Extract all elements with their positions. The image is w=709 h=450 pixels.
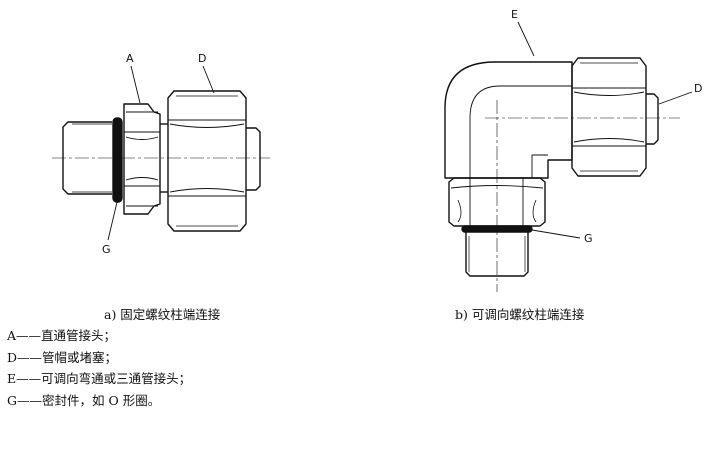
leader-d-b	[658, 91, 693, 105]
elbow-cap-nut	[571, 57, 647, 177]
legend-text: ——直通管接头；	[16, 328, 117, 343]
body-hex	[123, 103, 168, 215]
legend-text: ——可调向弯通或三通管接头；	[16, 371, 192, 386]
tube-end	[246, 127, 261, 191]
leader-e	[517, 21, 535, 57]
adjustable-stud-fitting: E D G	[444, 8, 702, 292]
legend-item: A——直通管接头；	[7, 325, 191, 347]
legend-item: D——管帽或堵塞；	[7, 347, 191, 369]
legend-list: A——直通管接头； D——管帽或堵塞； E——可调向弯通或三通管接头； G——密…	[7, 325, 191, 411]
legend-text: ——管帽或堵塞；	[17, 349, 118, 365]
label-a: A	[126, 52, 134, 65]
elbow-tube-end	[646, 93, 659, 145]
legend-item: E——可调向弯通或三通管接头；	[7, 368, 191, 390]
legend-key: G	[7, 392, 17, 408]
cap-nut	[167, 90, 247, 232]
legend-key: E	[7, 371, 17, 386]
elbow-body	[444, 61, 573, 179]
fixed-stud-fitting: A D G	[52, 52, 270, 256]
fitting-diagram: A D G	[52, 8, 702, 292]
label-d-a: D	[198, 52, 206, 65]
label-g-a: G	[102, 243, 111, 256]
lock-nut	[448, 177, 546, 227]
caption-adjustable-stud: b) 可调向螺纹柱端连接	[455, 307, 585, 322]
label-d-b: D	[694, 82, 702, 95]
legend-key: D	[7, 349, 18, 365]
label-g-b: G	[584, 232, 593, 245]
leader-g-b	[531, 229, 581, 239]
label-e: E	[511, 8, 518, 21]
leader-g-a	[107, 197, 119, 241]
caption-fixed-stud: a) 固定螺纹柱端连接	[104, 307, 221, 322]
legend-key: A	[7, 328, 17, 343]
leader-a	[130, 65, 141, 104]
legend-item: G——密封件，如 O 形圈。	[7, 390, 191, 412]
o-ring-seal	[112, 117, 123, 203]
elbow-stud-thread	[465, 232, 529, 277]
legend-text: ——密封件，如 O 形圈。	[17, 392, 161, 408]
leader-d	[202, 65, 215, 94]
